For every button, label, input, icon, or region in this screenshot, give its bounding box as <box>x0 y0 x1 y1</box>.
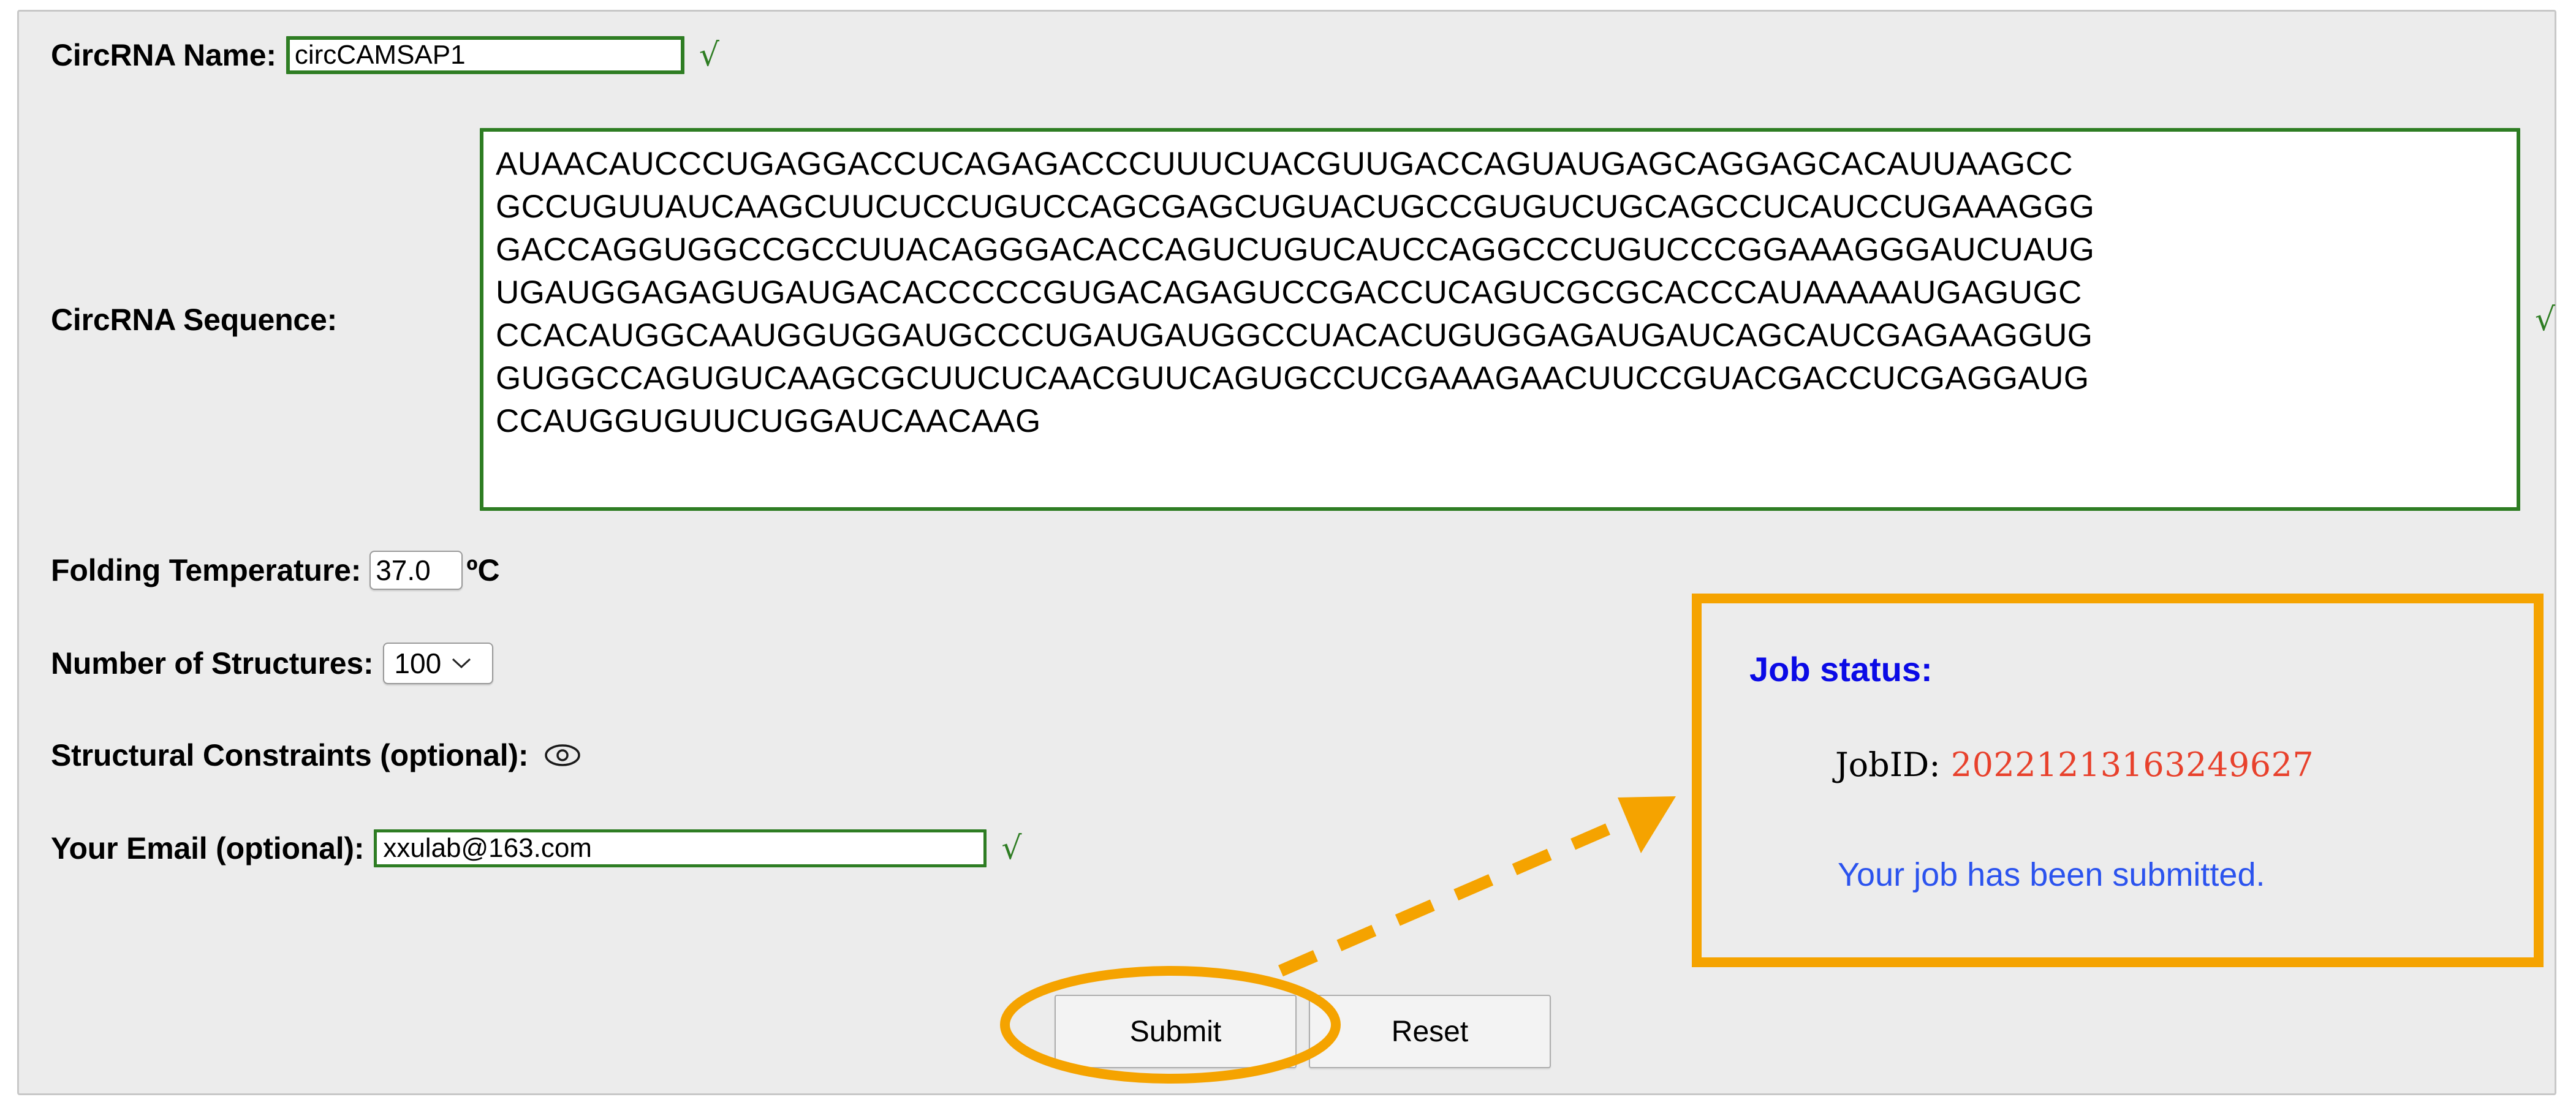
circrna-sequence-textarea[interactable]: AUAACAUCCCUGAGGACCUCAGAGACCCUUUCUACGUUGA… <box>480 128 2520 511</box>
job-submitted-message: Your job has been submitted. <box>1838 856 2265 893</box>
number-of-structures-value: 100 <box>394 647 442 679</box>
reset-button[interactable]: Reset <box>1309 995 1551 1068</box>
circrna-folding-form-panel: CircRNA Name: √ CircRNA Sequence: AUAACA… <box>17 10 2556 1095</box>
job-status-title: Job status: <box>1749 650 1933 688</box>
circrna-name-row: CircRNA Name: √ <box>51 36 719 74</box>
folding-temperature-input[interactable] <box>369 551 463 590</box>
number-of-structures-label: Number of Structures: <box>51 646 374 681</box>
structural-constraints-row: Structural Constraints (optional): <box>51 737 581 773</box>
jobid-line: JobID: 20221213163249627 <box>1835 745 2314 784</box>
circrna-name-label: CircRNA Name: <box>51 38 276 72</box>
number-of-structures-select[interactable]: 100 <box>383 643 494 684</box>
email-valid-check-icon: √ <box>1001 830 1022 867</box>
eye-icon[interactable] <box>544 743 581 767</box>
form-button-row: Submit Reset <box>1055 995 1551 1068</box>
circrna-sequence-label: CircRNA Sequence: <box>51 302 338 337</box>
folding-temperature-label: Folding Temperature: <box>51 553 362 587</box>
submit-button[interactable]: Submit <box>1055 995 1297 1068</box>
circrna-sequence-row: CircRNA Sequence: AUAACAUCCCUGAGGACCUCAG… <box>51 128 2555 511</box>
folding-temperature-row: Folding Temperature: ºC <box>51 551 500 590</box>
jobid-label: JobID: <box>1835 745 1941 784</box>
email-row: Your Email (optional): √ <box>51 829 1021 867</box>
circrna-sequence-valid-check-icon: √ <box>2535 301 2556 338</box>
email-input[interactable] <box>374 829 987 867</box>
job-status-box: Job status: JobID: 20221213163249627 You… <box>1692 594 2544 967</box>
temperature-unit-label: ºC <box>466 553 500 587</box>
email-label: Your Email (optional): <box>51 831 365 866</box>
jobid-value: 20221213163249627 <box>1950 745 2314 784</box>
circrna-name-valid-check-icon: √ <box>699 37 719 74</box>
number-of-structures-row: Number of Structures: 100 <box>51 643 494 684</box>
circrna-name-input[interactable] <box>286 36 684 74</box>
chevron-down-icon <box>451 653 472 674</box>
structural-constraints-label: Structural Constraints (optional): <box>51 738 529 772</box>
